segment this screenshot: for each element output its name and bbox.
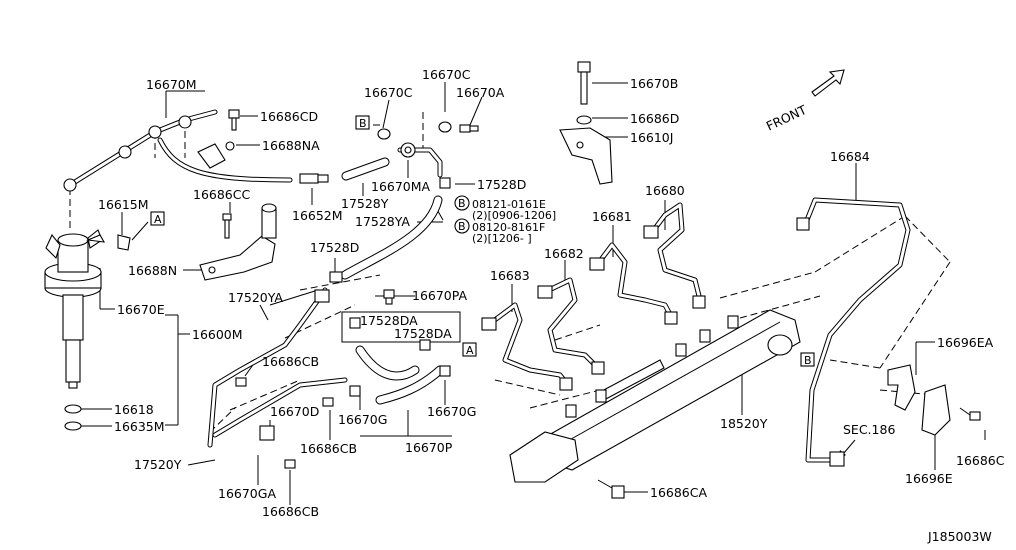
- front-label: FRONT: [764, 102, 809, 134]
- label-16670C-b: 16670C: [422, 67, 471, 82]
- label-16686CD: 16686CD: [260, 109, 318, 124]
- label-16688NA: 16688NA: [262, 138, 320, 153]
- label-17520Y: 17520Y: [134, 457, 182, 472]
- pipe-clamps: [887, 364, 981, 436]
- ref-markers: B A A B B B: [150, 115, 815, 367]
- label-16670C-a: 16670C: [364, 85, 413, 100]
- label-17528D: 17528D: [477, 177, 526, 192]
- label-16670A: 16670A: [456, 85, 505, 100]
- leak-off-rail: [63, 109, 293, 281]
- bolt-note-marker-2: B: [458, 220, 466, 233]
- marker-a-center: A: [466, 344, 474, 357]
- marker-b-top: B: [359, 117, 367, 130]
- label-16670GA: 16670GA: [218, 486, 276, 501]
- bolt-note-part-1: 08121-0161E: [472, 198, 546, 211]
- label-16686CB-a: 16686CB: [262, 354, 319, 369]
- common-rail: [509, 309, 801, 499]
- label-16686CB-c: 16686CB: [262, 504, 319, 519]
- label-16681: 16681: [592, 209, 632, 224]
- front-arrow: FRONT: [764, 69, 845, 134]
- label-16610J: 16610J: [630, 130, 673, 145]
- label-16670D: 16670D: [270, 404, 319, 419]
- label-17528D-b: 17528D: [310, 240, 359, 255]
- bolt-note-qty-1: (2)[0906-1206]: [472, 209, 556, 222]
- label-17520YA: 17520YA: [228, 290, 283, 305]
- label-16615M: 16615M: [98, 197, 149, 212]
- label-16600M: 16600M: [192, 327, 243, 342]
- label-16670G-a: 16670G: [338, 412, 387, 427]
- bolt-note-marker-1: B: [458, 197, 466, 210]
- label-16670E: 16670E: [117, 302, 165, 317]
- bolt-note-qty-2: (2)[1206- ]: [472, 232, 532, 245]
- label-16680: 16680: [645, 183, 685, 198]
- label-16696EA: 16696EA: [937, 335, 994, 350]
- fuel-injector: [44, 229, 131, 431]
- bolt-note-part-2: 08120-8161F: [472, 221, 545, 234]
- label-16670P: 16670P: [405, 440, 453, 455]
- label-16670G-b: 16670G: [427, 404, 476, 419]
- part-labels: 16670M 16686CD 16688NA 16686CC 16688N 16…: [98, 67, 1005, 544]
- diagram-id: J185003W: [927, 529, 992, 544]
- return-hoses: [299, 121, 479, 305]
- label-16684: 16684: [830, 149, 870, 164]
- label-17528YA: 17528YA: [355, 214, 410, 229]
- label-16682: 16682: [544, 246, 584, 261]
- label-16652M: 16652M: [292, 208, 343, 223]
- label-16686CC: 16686CC: [193, 187, 250, 202]
- label-16686CA: 16686CA: [650, 485, 707, 500]
- marker-b-right: B: [804, 354, 812, 367]
- label-17528DA-a: 17528DA: [360, 313, 418, 328]
- marker-a-left: A: [154, 213, 162, 226]
- section-ref: SEC.186: [843, 422, 895, 437]
- label-16696E: 16696E: [905, 471, 953, 486]
- label-17528DA-b: 17528DA: [394, 326, 452, 341]
- label-16670B: 16670B: [630, 76, 678, 91]
- return-pipes: [207, 287, 451, 469]
- label-16683: 16683: [490, 268, 530, 283]
- leader-lines: [69, 82, 986, 505]
- label-18520Y: 18520Y: [720, 416, 768, 431]
- label-16686D: 16686D: [630, 111, 679, 126]
- label-16670PA: 16670PA: [412, 288, 468, 303]
- label-16635M: 16635M: [114, 419, 165, 434]
- label-16670MA: 16670MA: [371, 179, 431, 194]
- label-17528Y: 17528Y: [341, 196, 389, 211]
- label-16686C: 16686C: [956, 453, 1005, 468]
- label-16688N: 16688N: [128, 263, 177, 278]
- label-16686CB-b: 16686CB: [300, 441, 357, 456]
- label-16618: 16618: [114, 402, 154, 417]
- label-16670M: 16670M: [146, 77, 197, 92]
- rail-bracket: [559, 61, 613, 185]
- high-pressure-pipes: [481, 197, 911, 467]
